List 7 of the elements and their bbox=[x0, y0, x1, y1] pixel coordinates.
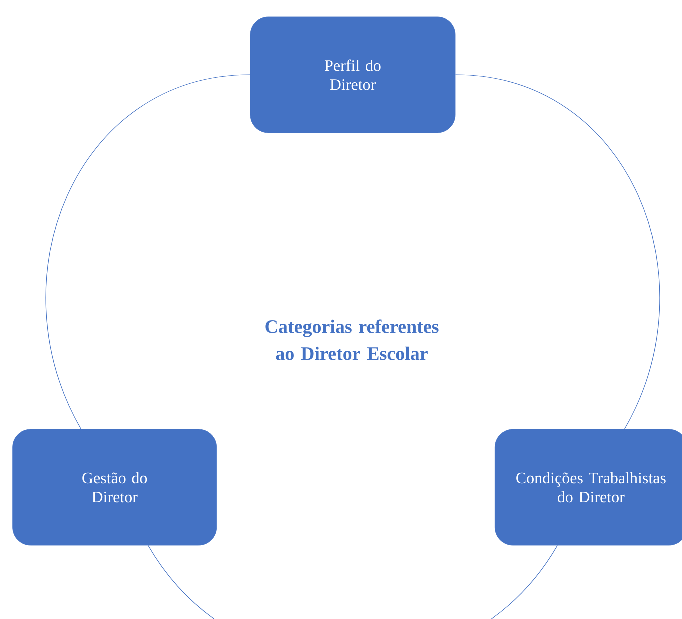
process-box: Gestão do Diretor bbox=[12, 429, 218, 546]
process-box: Condições Trabalhistas do Diretor bbox=[494, 429, 682, 546]
connector-arc bbox=[46, 74, 251, 430]
connector-arc bbox=[148, 545, 558, 619]
process-box: Perfil do Diretor bbox=[250, 16, 456, 134]
connector-arc bbox=[455, 74, 660, 430]
center-label: Categorias referentes ao Diretor Escolar bbox=[266, 320, 439, 360]
